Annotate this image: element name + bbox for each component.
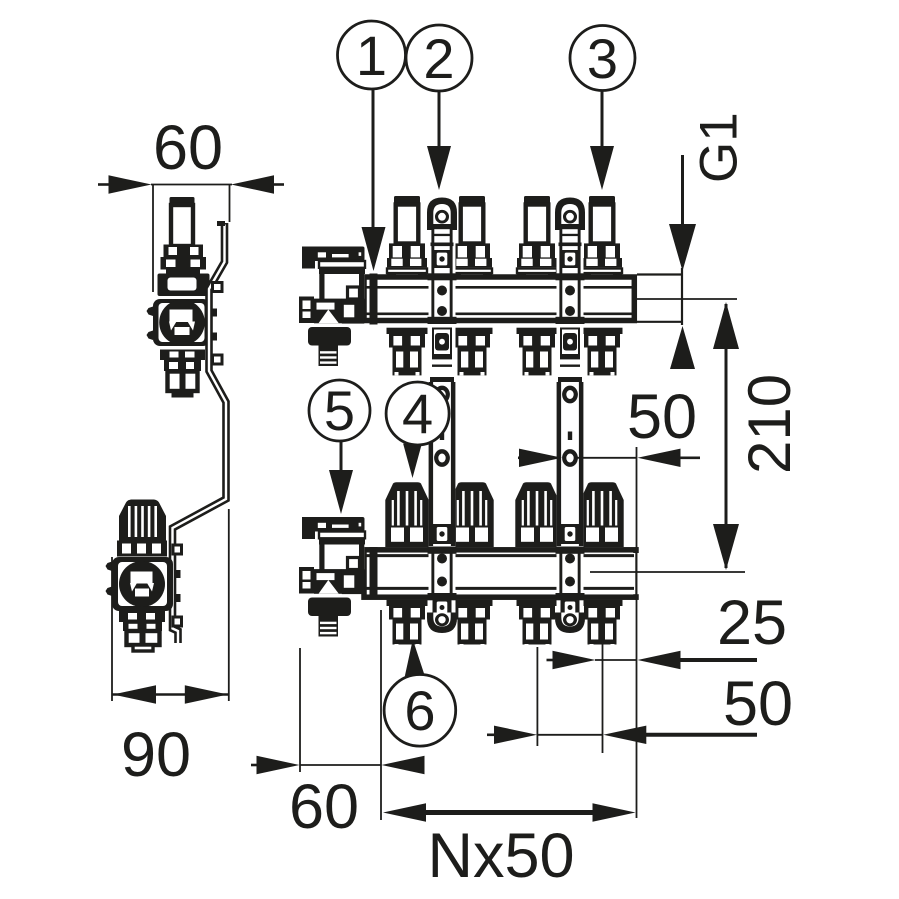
svg-text:60: 60 <box>153 113 223 183</box>
svg-text:Nx50: Nx50 <box>427 821 574 891</box>
svg-text:4: 4 <box>402 382 433 445</box>
svg-text:6: 6 <box>404 679 435 742</box>
svg-text:1: 1 <box>356 24 387 87</box>
svg-text:5: 5 <box>324 379 355 442</box>
svg-text:210: 210 <box>736 374 803 474</box>
svg-text:90: 90 <box>121 720 191 790</box>
svg-text:G1: G1 <box>690 112 749 183</box>
svg-text:50: 50 <box>723 669 793 739</box>
svg-text:60: 60 <box>289 772 359 842</box>
svg-text:50: 50 <box>627 382 697 452</box>
svg-text:2: 2 <box>423 27 454 90</box>
svg-text:25: 25 <box>717 588 787 658</box>
svg-text:3: 3 <box>587 27 618 90</box>
